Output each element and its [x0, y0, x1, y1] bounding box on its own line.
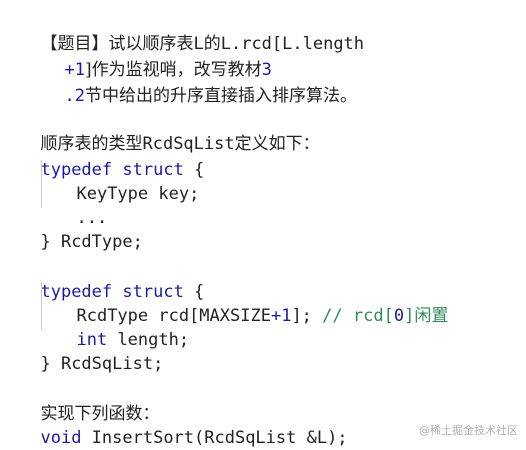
- type-intro-name: RcdSqList: [142, 134, 235, 154]
- struct2-close: } RcdSqList;: [20, 328, 163, 374]
- struct1-struct-keyword: struct: [122, 160, 184, 180]
- struct2-close-text: } RcdSqList;: [40, 354, 164, 374]
- problem-connector: 的: [203, 34, 221, 54]
- struct2-int-keyword: int: [76, 330, 108, 350]
- problem-heading-text: 【题目】试以顺序表: [40, 34, 194, 54]
- function-signature-text: InsertSort(RcdSqList &L);: [81, 428, 348, 448]
- struct2-open: typedef struct {: [20, 256, 204, 302]
- struct2-field-length-text: length;: [107, 330, 190, 350]
- struct1-indent-guide: [41, 160, 42, 208]
- type-intro-line: 顺序表的类型RcdSqList定义如下：: [20, 108, 319, 154]
- problem-section-ref: .2: [64, 86, 85, 106]
- function-void-keyword: void: [40, 428, 82, 448]
- function-signature-line: void InsertSort(RcdSqList &L);: [20, 402, 347, 448]
- struct2-open-brace: {: [183, 282, 205, 302]
- problem-line-3-text: 节中给出的升序直接插入排序算法。: [84, 86, 357, 106]
- struct2-typedef-keyword: typedef: [40, 282, 113, 302]
- struct1-ellipsis: ...: [56, 182, 107, 228]
- watermark: @稀土掘金技术社区: [419, 424, 518, 437]
- struct2-field-rcd-plus: +1: [270, 306, 292, 326]
- struct1-ellipsis-text: ...: [76, 208, 108, 228]
- struct1-close: } RcdType;: [20, 206, 142, 252]
- struct1-typedef-keyword: typedef: [40, 160, 113, 180]
- struct1-field-key: KeyType key;: [56, 158, 199, 204]
- struct2-comment-text: 闲置: [414, 306, 449, 326]
- problem-line-1: 【题目】试以顺序表L的L.rcd[L.length: [20, 8, 364, 54]
- struct2-field-rcd-type: RcdType rcd[MAXSIZE: [76, 306, 271, 326]
- implement-label: 实现下列函数：: [40, 404, 160, 424]
- problem-sentinel-code: L.rcd[L.length: [220, 34, 365, 54]
- struct2-field-rcd: RcdType rcd[MAXSIZE+1]; // rcd[0]闲置: [56, 280, 448, 326]
- struct2-field-length: int length;: [56, 304, 189, 350]
- problem-table-var: L: [193, 34, 204, 54]
- type-intro-prefix: 顺序表的类型: [40, 134, 143, 154]
- struct2-struct-keyword: struct: [122, 282, 184, 302]
- struct2-field-rcd-end: ];: [291, 306, 312, 326]
- struct2-comment-close: ]: [404, 306, 415, 326]
- problem-line-3: .2节中给出的升序直接插入排序算法。: [44, 60, 356, 106]
- struct2-indent-guide: [41, 282, 42, 330]
- struct1-close-text: } RcdType;: [40, 232, 143, 252]
- problem-plus-one: +1: [64, 60, 85, 80]
- problem-chapter-ref: 3: [261, 60, 272, 80]
- struct2-comment-code: // rcd[: [322, 306, 394, 326]
- struct1-field-key-text: KeyType key;: [76, 184, 200, 204]
- problem-line-2-text: ]作为监视哨，改写教材: [84, 60, 262, 80]
- struct1-open: typedef struct {: [20, 134, 204, 180]
- problem-line-2: +1]作为监视哨，改写教材3: [44, 34, 271, 80]
- struct2-comment-index: 0: [393, 306, 405, 326]
- type-intro-suffix: 定义如下：: [234, 134, 320, 154]
- implement-label-line: 实现下列函数：: [20, 378, 159, 424]
- struct1-open-brace: {: [183, 160, 205, 180]
